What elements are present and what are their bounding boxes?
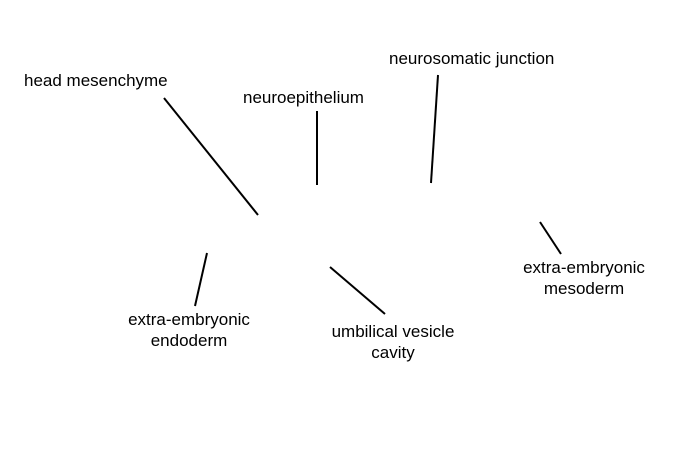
label-head-mesenchyme-line-1: head mesenchyme <box>24 71 168 90</box>
label-neurosomatic-junction-line-1: neurosomatic junction <box>389 49 555 68</box>
label-umbilical-vesicle-cavity-line-1: umbilical vesicle <box>331 322 455 341</box>
label-head-mesenchyme: head mesenchyme <box>24 70 168 91</box>
label-neurosomatic-junction: neurosomatic junction <box>389 48 554 69</box>
label-neuroepithelium: neuroepithelium <box>243 87 364 108</box>
leader-line-neurosomatic-junction <box>430 74 439 184</box>
leader-line-extra-embryonic-endoderm <box>194 252 208 307</box>
label-extra-embryonic-mesoderm: extra-embryonic mesoderm <box>511 257 657 299</box>
label-extra-embryonic-endoderm-line-2: endoderm <box>150 331 228 350</box>
label-neuroepithelium-line-1: neuroepithelium <box>243 88 364 107</box>
label-extra-embryonic-endoderm: extra-embryonic endoderm <box>116 309 262 351</box>
label-extra-embryonic-endoderm-line-1: extra-embryonic <box>128 310 250 329</box>
label-umbilical-vesicle-cavity-line-2: cavity <box>371 343 415 362</box>
leader-line-head-mesenchyme <box>163 97 259 216</box>
leader-line-umbilical-vesicle-cavity <box>329 266 386 315</box>
label-umbilical-vesicle-cavity: umbilical vesicle cavity <box>322 321 464 363</box>
label-extra-embryonic-mesoderm-line-2: mesoderm <box>543 279 625 298</box>
label-extra-embryonic-mesoderm-line-1: extra-embryonic <box>523 258 645 277</box>
leader-line-extra-embryonic-mesoderm <box>539 221 562 255</box>
